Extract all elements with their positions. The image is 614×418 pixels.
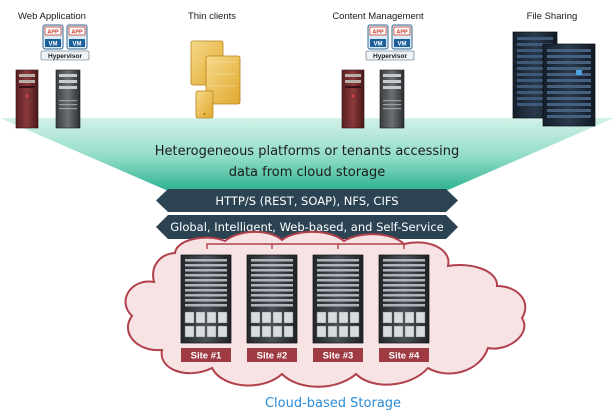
vm-label: VM [374, 42, 383, 48]
protocol-band-2 [156, 215, 458, 239]
app-label: APP [372, 30, 384, 36]
site-rack-3 [312, 254, 364, 344]
platform-label-content-management: Content Management [332, 11, 424, 22]
cloud-storage-caption: Cloud-based Storage [265, 396, 401, 411]
hypervisor-label: Hypervisor [48, 53, 82, 60]
platform-label-web-application: Web Application [18, 11, 86, 22]
site-2-label: Site #2 [257, 351, 288, 362]
fan-text-line-1: Heterogeneous platforms or tenants acces… [155, 144, 460, 159]
vm-label: VM [398, 42, 407, 48]
tenant-access-fan [0, 118, 614, 190]
site-rack-1 [180, 254, 232, 344]
site-3-label-bar [313, 348, 363, 362]
server-maroon-1 [15, 69, 39, 129]
site-4-label: Site #4 [389, 351, 420, 362]
site-1-label: Site #1 [191, 351, 222, 362]
thin-client-devices [190, 40, 241, 119]
site-1-label-bar [181, 348, 231, 362]
app-label: APP [396, 30, 408, 36]
site-link-lines [206, 243, 405, 249]
site-4-label-bar [379, 348, 429, 362]
hypervisor-label: Hypervisor [373, 53, 407, 60]
server-grey-2 [379, 69, 405, 129]
platform-label-thin-clients: Thin clients [188, 11, 236, 22]
vm-hypervisor-stack-2: APP VM APP VM Hypervisor [365, 24, 415, 61]
vm-hypervisor-stack-1: APP VM APP VM Hypervisor [40, 24, 90, 61]
app-label: APP [71, 30, 83, 36]
fan-text-line-2: data from cloud storage [229, 165, 386, 180]
server-maroon-2 [341, 69, 365, 129]
protocol-band-1-label: HTTP/S (REST, SOAP), NFS, CIFS [215, 194, 398, 208]
file-sharing-rack-front [542, 43, 596, 127]
vm-label: VM [73, 42, 82, 48]
app-label: APP [47, 30, 59, 36]
platform-label-file-sharing: File Sharing [527, 11, 578, 22]
server-grey-1 [55, 69, 81, 129]
site-rack-4 [378, 254, 430, 344]
protocol-band-2-label: Global, Intelligent, Web-based, and Self… [170, 220, 444, 234]
site-3-label: Site #3 [323, 351, 354, 362]
site-2-label-bar [247, 348, 297, 362]
protocol-band-1 [156, 189, 458, 212]
vm-label: VM [49, 42, 58, 48]
site-rack-2 [246, 254, 298, 344]
